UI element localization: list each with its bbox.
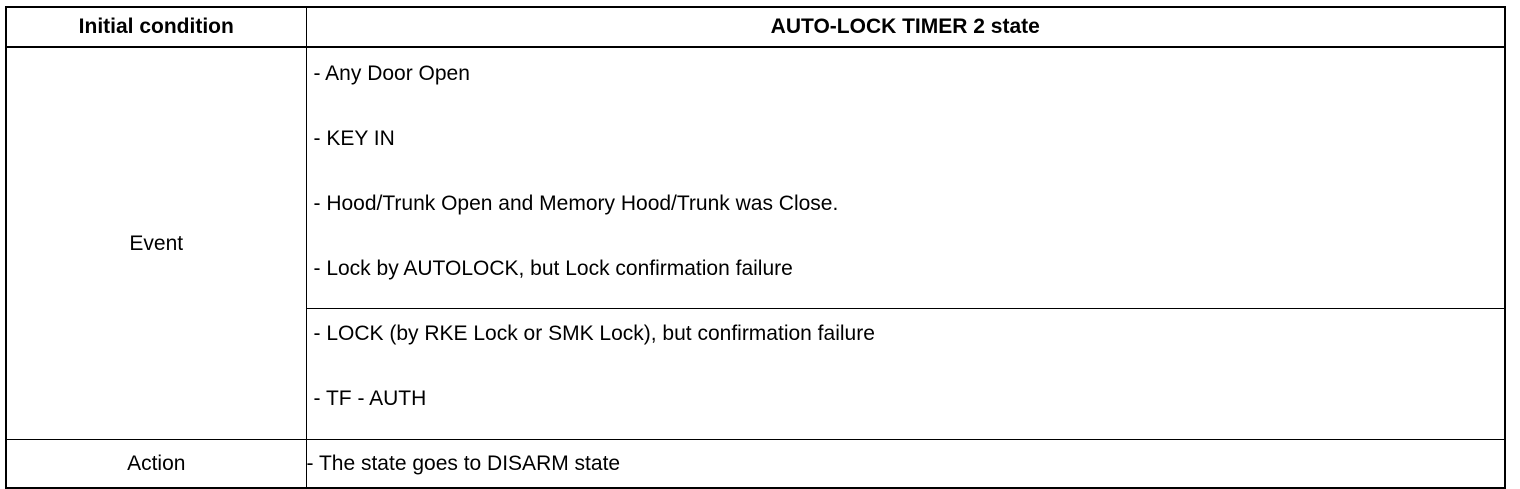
event-group-1-list: - Any Door Open - KEY IN - Hood/Trunk Op… [307, 48, 1505, 308]
event-item: - Lock by AUTOLOCK, but Lock confirmatio… [313, 257, 793, 280]
event-group-2-list: - LOCK (by RKE Lock or SMK Lock), but co… [307, 309, 1505, 439]
header-state: AUTO-LOCK TIMER 2 state [305, 6, 1506, 48]
header-row: Initial condition AUTO-LOCK TIMER 2 stat… [5, 6, 1506, 48]
auto-lock-timer-2-table: Initial condition AUTO-LOCK TIMER 2 stat… [5, 6, 1506, 489]
event-label: Event [5, 46, 307, 440]
action-row: Action - The state goes to DISARM state [5, 439, 1506, 489]
event-item: - LOCK (by RKE Lock or SMK Lock), but co… [313, 322, 875, 345]
action-label: Action [5, 439, 307, 489]
event-item: - Hood/Trunk Open and Memory Hood/Trunk … [313, 192, 839, 215]
action-text: - The state goes to DISARM state [305, 439, 1506, 489]
event-row-1: Event - Any Door Open - KEY IN - Hood/Tr… [5, 46, 1506, 440]
event-group-1: - Any Door Open - KEY IN - Hood/Trunk Op… [305, 46, 1506, 309]
event-row-2: - LOCK (by RKE Lock or SMK Lock), but co… [6, 308, 1506, 440]
event-group-2: - LOCK (by RKE Lock or SMK Lock), but co… [305, 308, 1506, 440]
header-initial-condition: Initial condition [5, 6, 307, 48]
event-item: - Any Door Open [313, 62, 470, 85]
event-item: - KEY IN [313, 127, 395, 150]
event-item: - TF - AUTH [313, 387, 427, 410]
